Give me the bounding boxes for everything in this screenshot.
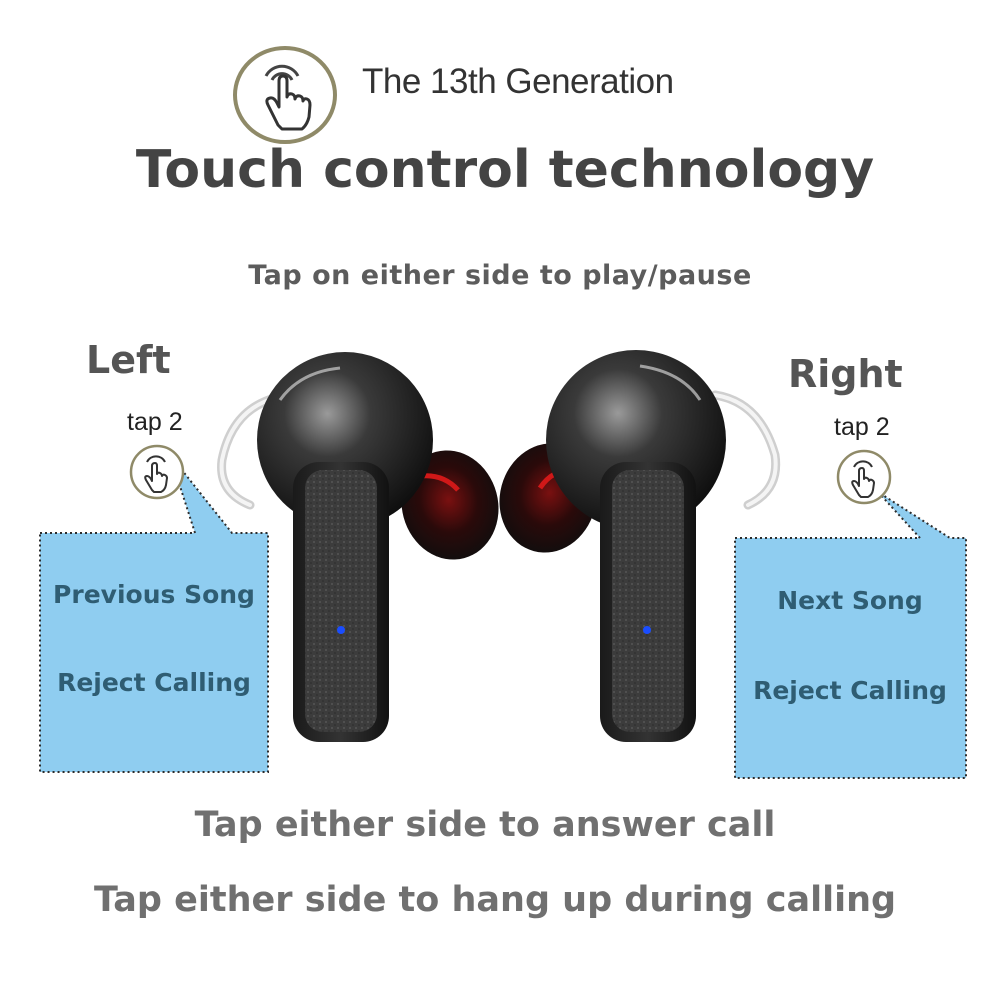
earbud-right (499, 350, 781, 742)
hang-up-text: Tap either side to hang up during callin… (93, 880, 897, 920)
right-action-reject-calling: Reject Calling (753, 676, 947, 705)
right-label: Right (788, 352, 903, 396)
right-touch-icon (836, 449, 892, 505)
answer-call-text: Tap either side to answer call (194, 805, 776, 845)
left-label: Left (86, 338, 171, 382)
right-callout (734, 491, 967, 779)
left-action-previous-song: Previous Song (53, 580, 255, 609)
subtitle: Tap on either side to play/pause (248, 260, 752, 291)
left-action-reject-calling: Reject Calling (57, 668, 251, 697)
right-action-next-song: Next Song (777, 586, 923, 615)
right-tap-count: tap 2 (834, 413, 890, 441)
generation-text: The 13th Generation (362, 62, 674, 101)
left-callout (39, 454, 269, 773)
touch-hand-icon (233, 46, 337, 144)
page-title: Touch control technology (135, 140, 875, 200)
left-tap-count: tap 2 (127, 408, 183, 436)
left-touch-icon (129, 444, 185, 500)
